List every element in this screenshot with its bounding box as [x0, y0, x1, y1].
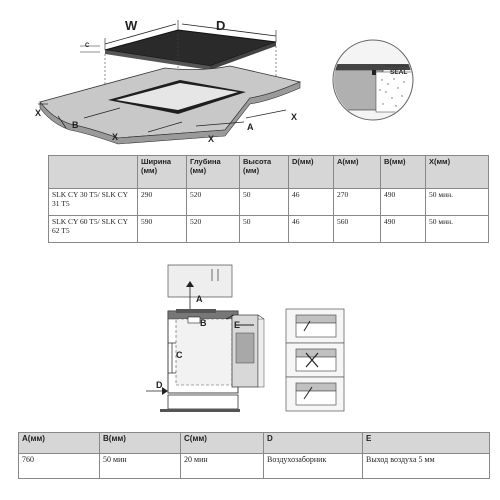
header-cell: C(мм) [180, 432, 264, 454]
table-cell: 46 [288, 188, 334, 216]
header-cell: B(мм) [99, 432, 181, 454]
table-cell: 50 мин. [425, 215, 489, 243]
label-c-mid: C [176, 350, 183, 360]
label-b-mid: B [200, 318, 207, 328]
label-x-right: X [291, 112, 298, 122]
header-cell [48, 155, 138, 189]
table-cell: Выход воздуха 5 мм [362, 453, 490, 479]
label-x-bottom: X [208, 134, 215, 144]
header-cell: B(мм) [380, 155, 426, 189]
ventilation-table: A(мм) B(мм) C(мм) D E 760 50 мин 20 мин … [18, 432, 490, 479]
label-x-mid: X [112, 132, 119, 142]
label-b: B [72, 120, 79, 130]
table-cell: 50 мин [99, 453, 181, 479]
table-cell: 520 [186, 188, 240, 216]
label-e-mid: E [234, 320, 241, 330]
label-a: A [247, 122, 254, 132]
label-w: W [125, 18, 138, 33]
table-cell: 50 мин. [425, 188, 489, 216]
label-seal: SEAL [390, 69, 408, 76]
detail-box-3 [285, 376, 345, 412]
header-cell: A(мм) [333, 155, 381, 189]
header-cell: A(мм) [18, 432, 100, 454]
table-cell: 590 [137, 215, 187, 243]
table-row: SLK CY 30 T5/ SLK CY 31 T5 290 520 50 46… [48, 188, 489, 216]
table-row: SLK CY 60 T5/ SLK CY 62 T5 590 520 50 46… [48, 215, 489, 243]
label-d: D [216, 18, 226, 33]
table-cell: 490 [380, 215, 426, 243]
label-c: C [85, 43, 90, 49]
hob-glass-side [105, 50, 210, 70]
table-cell: 560 [333, 215, 381, 243]
table-cell: 50 [239, 215, 289, 243]
hob-installation-diagram [38, 20, 414, 145]
table-cell: 50 [239, 188, 289, 216]
label-x-left: X [35, 108, 42, 118]
table-cell: 20 мин [180, 453, 264, 479]
table-row: 760 50 мин 20 мин Воздухозаборник Выход … [18, 453, 490, 479]
cabinet-base [167, 394, 239, 410]
dimensions-table-header: Ширина (мм) Глубина (мм) Высота (мм) D(м… [48, 155, 489, 189]
ventilation-table-header: A(мм) B(мм) C(мм) D E [18, 432, 490, 454]
table-cell: SLK CY 30 T5/ SLK CY 31 T5 [48, 188, 138, 216]
cabinet-ventilation-diagram [146, 264, 345, 412]
table-cell: 290 [137, 188, 187, 216]
table-cell: 46 [288, 215, 334, 243]
table-cell: 760 [18, 453, 100, 479]
table-cell: Воздухозаборник [263, 453, 363, 479]
detail-box-2 [285, 342, 345, 378]
table-cell: SLK CY 60 T5/ SLK CY 62 T5 [48, 215, 138, 243]
table-cell: 490 [380, 188, 426, 216]
table-cell: 520 [186, 215, 240, 243]
header-cell: Ширина (мм) [137, 155, 187, 189]
table-cell: 270 [333, 188, 381, 216]
header-cell: Глубина (мм) [186, 155, 240, 189]
dimensions-table: Ширина (мм) Глубина (мм) Высота (мм) D(м… [48, 155, 489, 243]
header-cell: Высота (мм) [239, 155, 289, 189]
header-cell: D [263, 432, 363, 454]
detail-box-1 [285, 308, 345, 344]
label-d-mid: D [156, 380, 163, 390]
header-cell: E [362, 432, 490, 454]
hob-glass-top [104, 29, 277, 67]
header-cell: X(мм) [425, 155, 489, 189]
label-a-mid: A [196, 294, 203, 304]
header-cell: D(мм) [288, 155, 334, 189]
